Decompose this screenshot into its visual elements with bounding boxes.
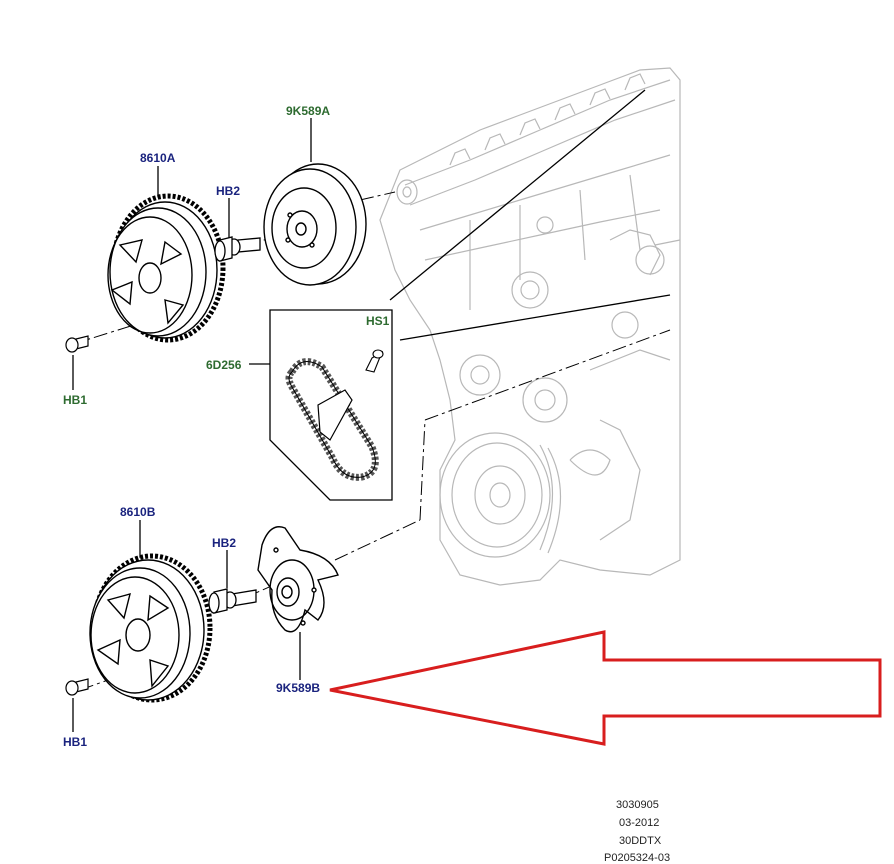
sprocket-8610a [107,193,226,343]
callout-hs1: HS1 [366,314,390,328]
callout-8610a: 8610A [140,151,176,165]
highlight-arrow [329,630,882,746]
stamp-line-1: 3030905 [616,799,659,811]
trigger-plate-9k589b [257,526,339,633]
pulley-9k589a [263,163,367,286]
callout-hb1-upper: HB1 [63,393,87,407]
leader-lines [72,89,671,732]
callout-labels: 8610A 9K589A HB2 HB1 6D256 HS1 8610B HB2… [63,104,390,749]
sprocket-8610b [89,553,213,703]
bolt-hb1-upper [65,335,89,353]
callout-8610b: 8610B [120,505,156,519]
bolt-hb1-lower [65,678,89,696]
bolt-hb2-lower [208,588,257,614]
engine-block-drawing [379,67,681,586]
callout-hb1-lower: HB1 [63,735,87,749]
stamp-line-3: 30DDTX [619,835,662,847]
stamp-line-2: 03-2012 [619,817,659,829]
callout-9k589b: 9K589B [276,681,320,695]
stamp-line-4: P0205324-03 [604,852,670,864]
chain-detail-panel [269,309,393,501]
bolt-hb2-upper [214,236,261,262]
callout-6d256: 6D256 [206,358,242,372]
callout-9k589a: 9K589A [286,104,330,118]
callout-hb2-upper: HB2 [216,184,240,198]
drawing-stamp: 3030905 03-2012 30DDTX P0205324-03 [604,799,670,864]
callout-hb2-lower: HB2 [212,536,236,550]
